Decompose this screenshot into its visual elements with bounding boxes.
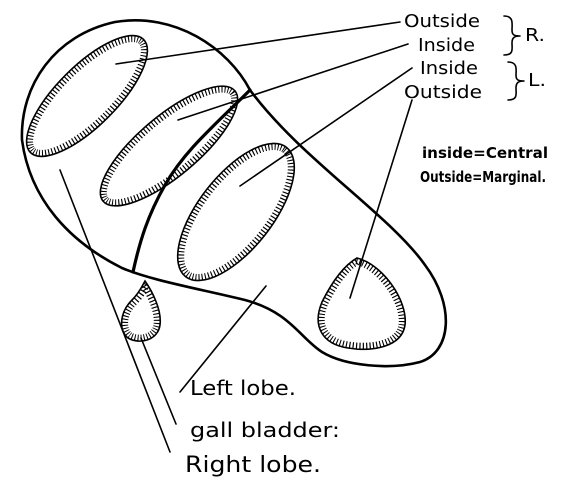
right-outside-area bbox=[9, 18, 165, 174]
label-gall-bladder: gall bladder: bbox=[190, 418, 340, 442]
label-right-inside: Inside bbox=[418, 35, 475, 56]
right-group-bracket bbox=[504, 16, 520, 55]
label-right-outside: Outside bbox=[404, 11, 480, 32]
left-group-bracket bbox=[508, 62, 524, 100]
leader-gall-bladder bbox=[141, 338, 176, 424]
leader-right-inside bbox=[178, 44, 408, 120]
right-inside-area bbox=[84, 68, 254, 225]
legend-outside-definition: Outside=Marginal. bbox=[420, 168, 546, 186]
label-left-lobe: Left lobe. bbox=[190, 376, 296, 400]
label-left-side: L. bbox=[528, 70, 546, 91]
leader-right-outside bbox=[116, 22, 400, 64]
legend-inside-definition: inside=Central bbox=[422, 144, 548, 162]
gall-bladder-shape bbox=[122, 281, 161, 341]
label-left-inside: Inside bbox=[420, 58, 478, 79]
label-right-lobe: Right lobe. bbox=[185, 453, 321, 478]
label-left-outside: Outside bbox=[404, 82, 482, 103]
label-right-side: R. bbox=[525, 25, 545, 46]
left-outside-area bbox=[318, 258, 405, 349]
